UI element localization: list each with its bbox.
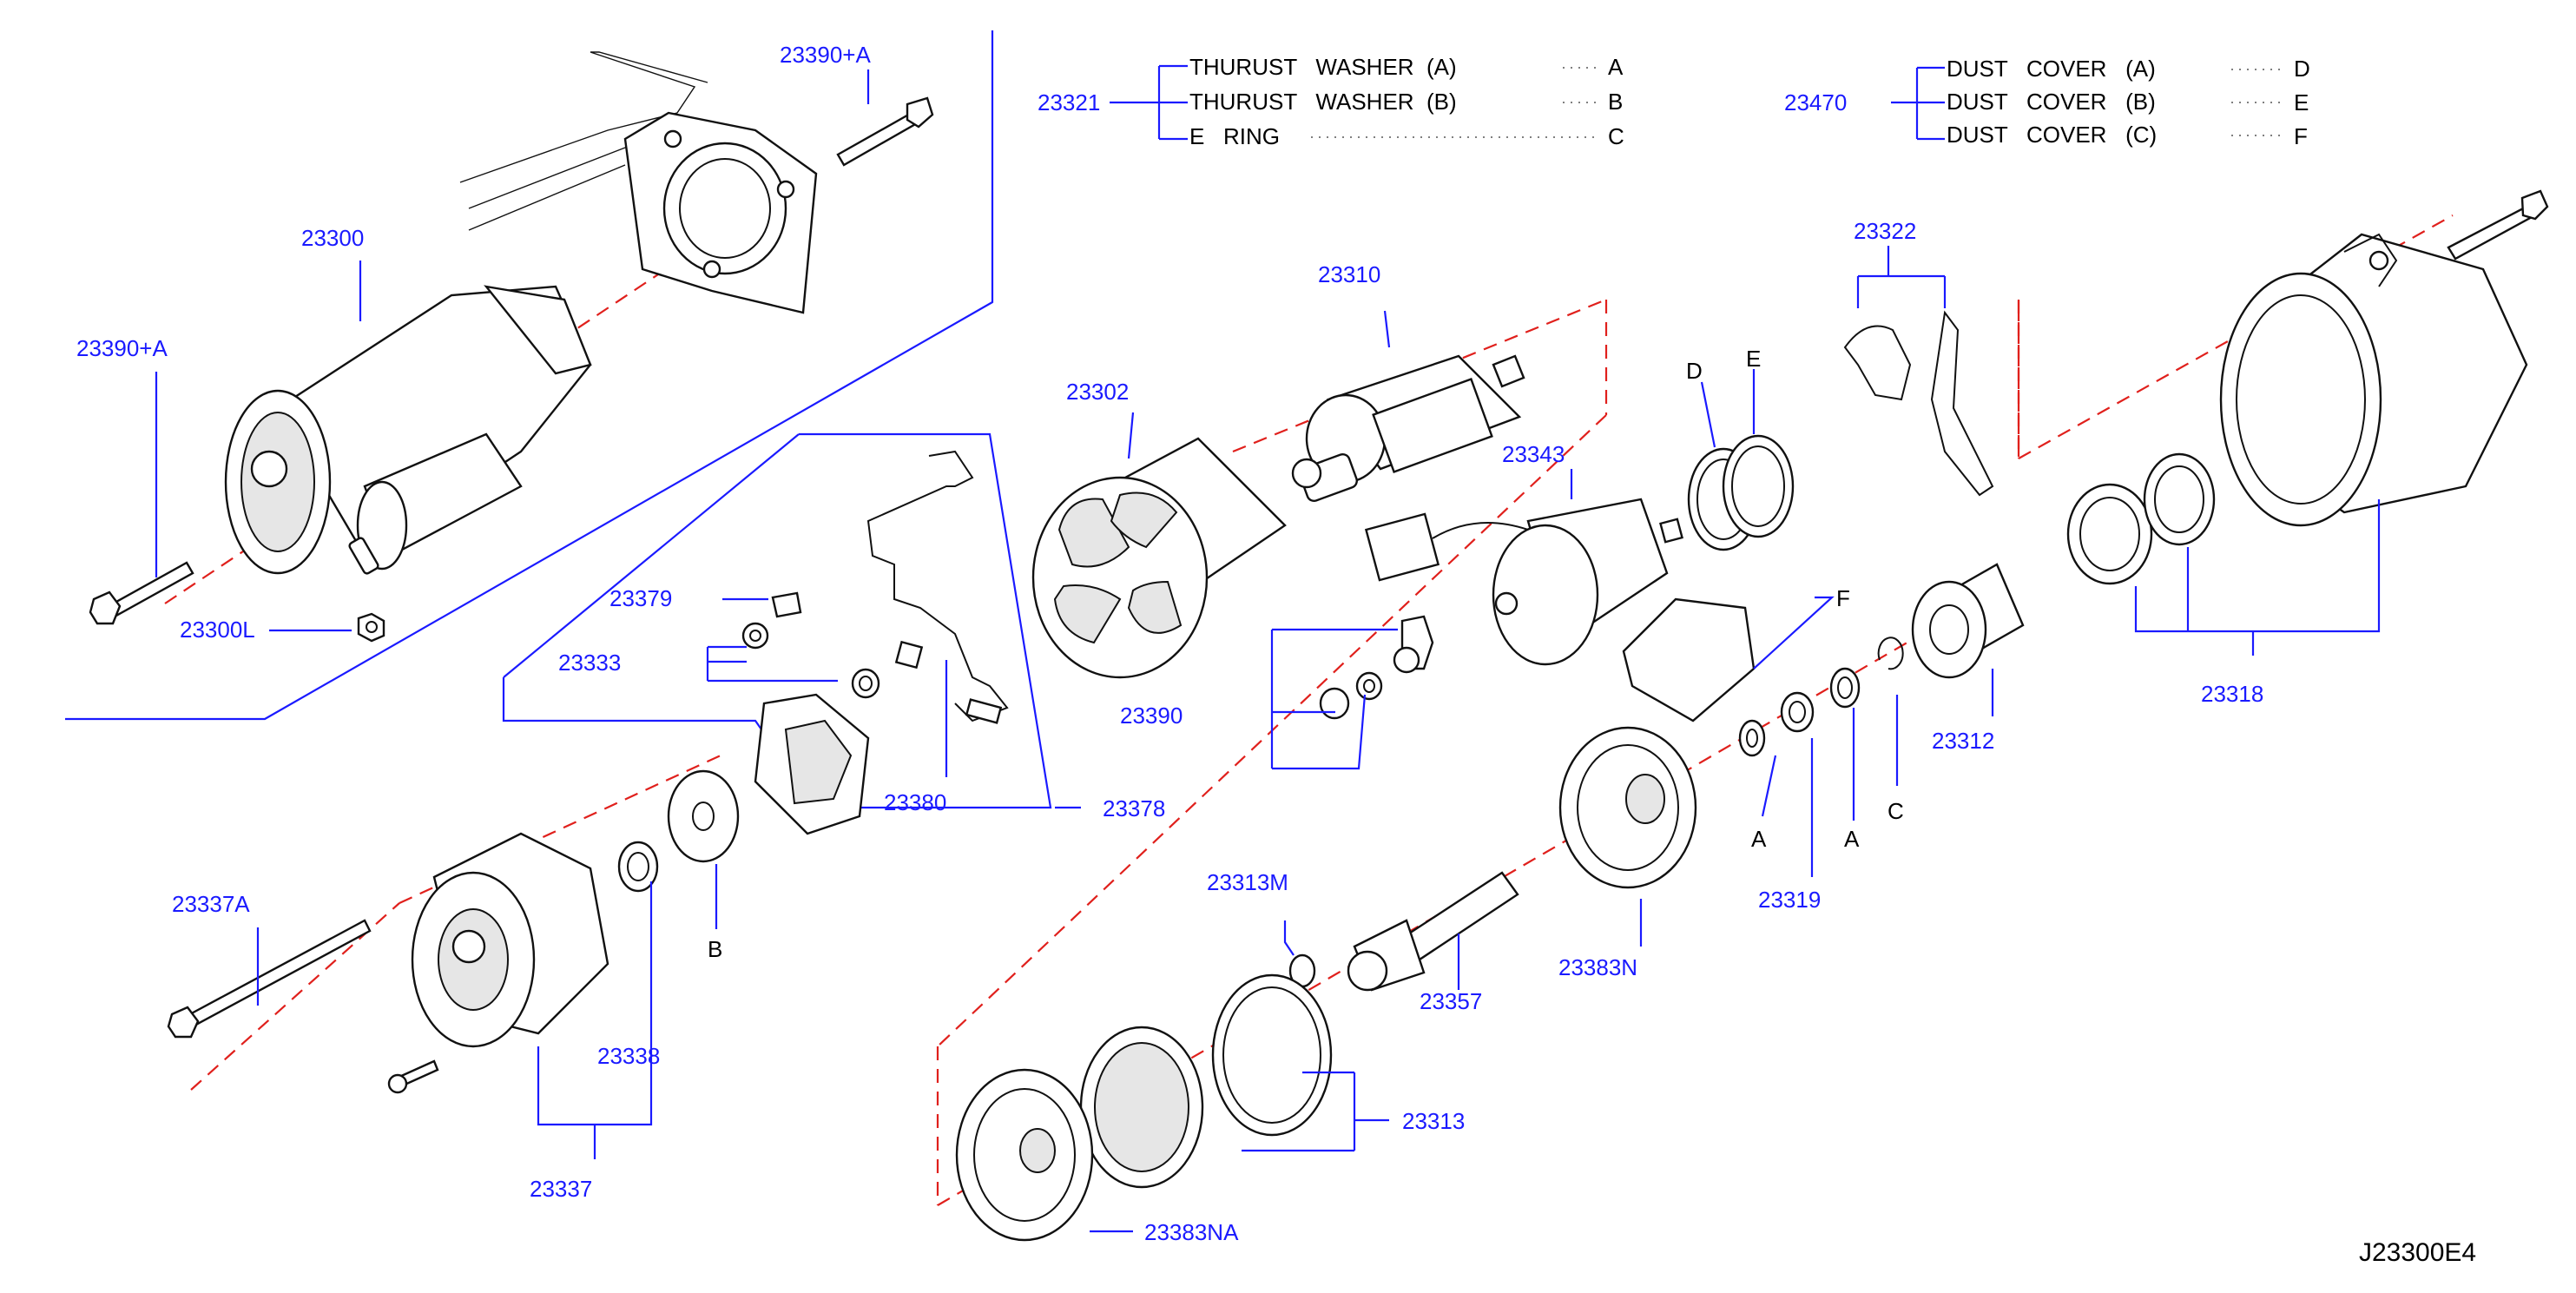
brush-holder-group-boundary xyxy=(503,433,800,678)
legend-bracket xyxy=(1110,64,1188,141)
brush-holder-plate[interactable] xyxy=(754,693,870,835)
internal-gear-23313[interactable] xyxy=(1079,1026,1204,1189)
bearing-23338[interactable] xyxy=(617,841,659,893)
solenoid-23343[interactable] xyxy=(1364,498,1683,666)
legend-item-name: THURUST WASHER (A) xyxy=(1189,54,1457,80)
nut-23300L[interactable] xyxy=(357,612,385,643)
bearing-23318-a[interactable] xyxy=(2066,483,2153,585)
label-23379[interactable]: 23379 xyxy=(609,585,672,611)
label-23343[interactable]: 23343 xyxy=(1502,441,1565,467)
nut-washer-23390[interactable] xyxy=(1319,671,1383,720)
legend-item-key: D xyxy=(2294,56,2310,82)
e-ring-C[interactable] xyxy=(1877,637,1904,670)
dust-cover-E[interactable] xyxy=(1722,434,1795,538)
key-label-B: B xyxy=(708,936,722,962)
label-23313M[interactable]: 23313M xyxy=(1207,869,1288,895)
label-23302[interactable]: 23302 xyxy=(1066,379,1129,405)
rear-cover-23337[interactable] xyxy=(411,832,609,1048)
thrust-washer-A-left[interactable] xyxy=(1738,719,1766,757)
bolt-23390A-left[interactable] xyxy=(89,561,194,625)
starter-motor-assembly[interactable] xyxy=(224,285,592,575)
label-23390A-top[interactable]: 23390+A xyxy=(780,42,871,68)
screw-small[interactable] xyxy=(387,1059,439,1094)
legend-item-key: A xyxy=(1608,54,1624,80)
label-23300[interactable]: 23300 xyxy=(301,225,364,251)
legend-item-name: DUST COVER (C) xyxy=(1947,122,2157,148)
brush-spring-23379[interactable] xyxy=(771,591,802,618)
terminal-bracket[interactable] xyxy=(1393,615,1434,674)
label-23310[interactable]: 23310 xyxy=(1318,261,1380,287)
engine-mount-bracket xyxy=(459,51,818,314)
bolt-23390A-top[interactable] xyxy=(836,96,934,167)
part-number-labels: 23390+A 23300 23390+A 23300L 23379 23333… xyxy=(76,42,2263,1245)
letter-key-labels: D E F A A C B xyxy=(708,346,1904,962)
legend-item-key: E xyxy=(2294,89,2309,115)
lever-clip-23322[interactable] xyxy=(1843,310,1994,497)
pinion-23312[interactable] xyxy=(1911,563,2025,679)
insulator-ring[interactable] xyxy=(851,668,880,699)
spring-23333[interactable] xyxy=(741,622,769,650)
label-23390[interactable]: 23390 xyxy=(1120,703,1183,729)
gear-housing-23318[interactable] xyxy=(2219,233,2528,527)
section-boundary-line xyxy=(65,30,994,721)
brush-lead-23380[interactable] xyxy=(866,450,1009,724)
shield-23383NA[interactable] xyxy=(955,1068,1094,1242)
bearing-23318-b[interactable] xyxy=(2143,452,2216,546)
label-23338[interactable]: 23338 xyxy=(597,1043,660,1069)
gear-ring-23313[interactable] xyxy=(1211,973,1333,1137)
diagram-code: J23300E4 xyxy=(2359,1238,2476,1267)
key-label-A: A xyxy=(1844,826,1860,852)
legend-bracket xyxy=(1891,66,1945,141)
legend-item-key: F xyxy=(2294,123,2308,149)
legend-group-23470: 23470 DUST COVER (A) DUST COVER (B) DUST… xyxy=(1784,56,2310,149)
dust-cover-F[interactable] xyxy=(1622,597,1756,722)
key-label-A: A xyxy=(1751,826,1767,852)
label-23390A-left[interactable]: 23390+A xyxy=(76,335,168,361)
label-23357[interactable]: 23357 xyxy=(1420,988,1482,1014)
label-23300L[interactable]: 23300L xyxy=(180,617,255,643)
armature-23310[interactable] xyxy=(1291,354,1525,503)
thrust-washer-B[interactable] xyxy=(667,769,740,863)
label-23333[interactable]: 23333 xyxy=(558,650,621,676)
label-23383NA[interactable]: 23383NA xyxy=(1144,1219,1239,1245)
yoke-23302[interactable] xyxy=(1031,437,1287,679)
thrust-washer-A-right[interactable] xyxy=(1829,667,1861,709)
key-label-F: F xyxy=(1836,585,1850,611)
collar-23319[interactable] xyxy=(1780,691,1815,733)
legend-part-number[interactable]: 23321 xyxy=(1038,89,1100,115)
legend-item-name: E RING xyxy=(1189,123,1280,149)
legend-item-name: THURUST WASHER (B) xyxy=(1189,89,1457,115)
label-23378[interactable]: 23378 xyxy=(1103,795,1165,821)
leader-lines xyxy=(155,69,2381,1233)
through-bolt-23337A[interactable] xyxy=(167,919,372,1039)
key-label-C: C xyxy=(1888,798,1904,824)
bolt-housing[interactable] xyxy=(2447,189,2549,261)
label-23383N[interactable]: 23383N xyxy=(1558,954,1637,980)
legend-group-23321: 23321 THURUST WASHER (A) THURUST WASHER … xyxy=(1038,54,1624,149)
label-23313[interactable]: 23313 xyxy=(1402,1108,1465,1134)
legend-item-name: DUST COVER (B) xyxy=(1947,89,2156,115)
shield-23383N[interactable] xyxy=(1558,726,1697,889)
label-23337A[interactable]: 23337A xyxy=(172,891,250,917)
key-label-D: D xyxy=(1686,358,1703,384)
legend-item-name: DUST COVER (A) xyxy=(1947,56,2156,82)
label-23322[interactable]: 23322 xyxy=(1854,218,1916,244)
label-23318[interactable]: 23318 xyxy=(2201,681,2263,707)
label-23312[interactable]: 23312 xyxy=(1932,728,1994,754)
label-23337[interactable]: 23337 xyxy=(530,1176,592,1202)
key-label-E: E xyxy=(1746,346,1761,372)
shaft-23357[interactable] xyxy=(1347,871,1519,992)
legend-item-key: C xyxy=(1608,123,1624,149)
label-23380[interactable]: 23380 xyxy=(884,789,946,815)
label-23319[interactable]: 23319 xyxy=(1758,887,1821,913)
legend-part-number[interactable]: 23470 xyxy=(1784,89,1847,115)
legend-item-key: B xyxy=(1608,89,1623,115)
